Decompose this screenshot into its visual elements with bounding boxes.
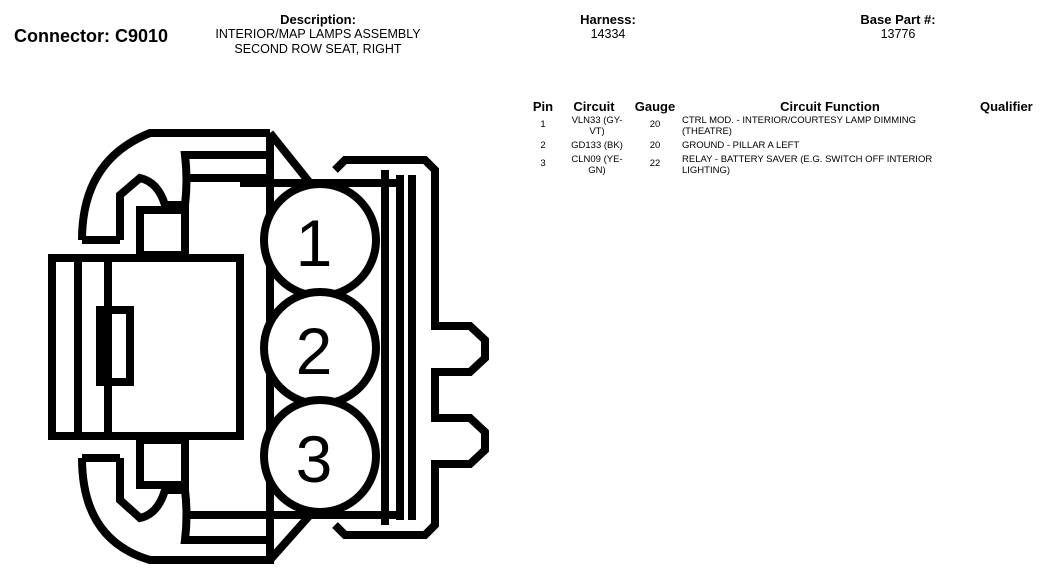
base-part-label: Base Part #: <box>860 12 936 27</box>
base-part-value: 13776 <box>880 27 916 41</box>
cell-function: CTRL MOD. - INTERIOR/COURTESY LAMP DIMMI… <box>682 115 917 137</box>
cell-function: RELAY - BATTERY SAVER (E.G. SWITCH OFF I… <box>682 154 933 176</box>
cell-circuit: GD133 (BK) <box>571 140 623 151</box>
pin-cavity-3 <box>260 396 380 516</box>
cell-gauge: 20 <box>649 140 661 151</box>
harness-block: Harness: 14334 <box>548 12 668 42</box>
cell-circuit: CLN09 (YE-GN) <box>571 154 623 176</box>
table-row: 2 GD133 (BK) 20 GROUND - PILLAR A LEFT <box>528 139 1050 153</box>
table-row: 1 VLN33 (GY-VT) 20 CTRL MOD. - INTERIOR/… <box>528 114 1050 139</box>
housing-outline <box>78 129 274 564</box>
description-line-1: INTERIOR/MAP LAMPS ASSEMBLY <box>215 27 421 41</box>
cell-qualifier <box>980 139 1050 153</box>
connector-title: Connector: C9010 <box>14 26 169 46</box>
description-line-2: SECOND ROW SEAT, RIGHT <box>234 42 402 56</box>
right-frame-top-bevel <box>266 130 314 186</box>
top-block <box>136 206 189 259</box>
right-housing <box>332 156 489 539</box>
bottom-latch <box>116 458 270 544</box>
base-part-block: Base Part #: 13776 <box>838 12 958 42</box>
description-block: Description: INTERIOR/MAP LAMPS ASSEMBLY… <box>198 12 438 57</box>
pin-label-3: 3 <box>296 422 333 496</box>
pin-label-2: 2 <box>296 314 333 388</box>
cell-pin: 1 <box>540 119 546 130</box>
top-latch <box>116 151 270 240</box>
cell-function: GROUND - PILLAR A LEFT <box>682 140 800 151</box>
description-label: Description: <box>280 12 356 27</box>
cell-pin: 2 <box>540 140 546 151</box>
cell-gauge: 22 <box>649 158 661 169</box>
table-row: 3 CLN09 (YE-GN) 22 RELAY - BATTERY SAVER… <box>528 153 1050 178</box>
pin-table-header: Pin Circuit Gauge Circuit Function Quali… <box>528 96 1050 114</box>
header-circuit-function: Circuit Function <box>780 99 880 114</box>
connector-face-diagram: 1 2 3 <box>48 129 489 564</box>
harness-value: 14334 <box>590 27 626 41</box>
cell-pin: 3 <box>540 158 546 169</box>
header-pin: Pin <box>532 99 554 114</box>
header-qualifier: Qualifier <box>980 99 1033 114</box>
pin-label-1: 1 <box>296 206 333 280</box>
right-frame-bottom-bevel <box>267 512 313 563</box>
pin-table: Pin Circuit Gauge Circuit Function Quali… <box>528 96 1050 178</box>
cell-gauge: 20 <box>649 119 661 130</box>
harness-label: Harness: <box>580 12 636 27</box>
left-tab <box>48 254 244 440</box>
bottom-block <box>136 436 189 489</box>
cell-circuit: VLN33 (GY-VT) <box>571 115 623 137</box>
cell-qualifier <box>980 153 1050 178</box>
cell-qualifier <box>980 114 1050 139</box>
header-gauge: Gauge <box>634 99 676 114</box>
header-circuit: Circuit <box>573 99 615 114</box>
left-tab-slot <box>96 306 134 386</box>
